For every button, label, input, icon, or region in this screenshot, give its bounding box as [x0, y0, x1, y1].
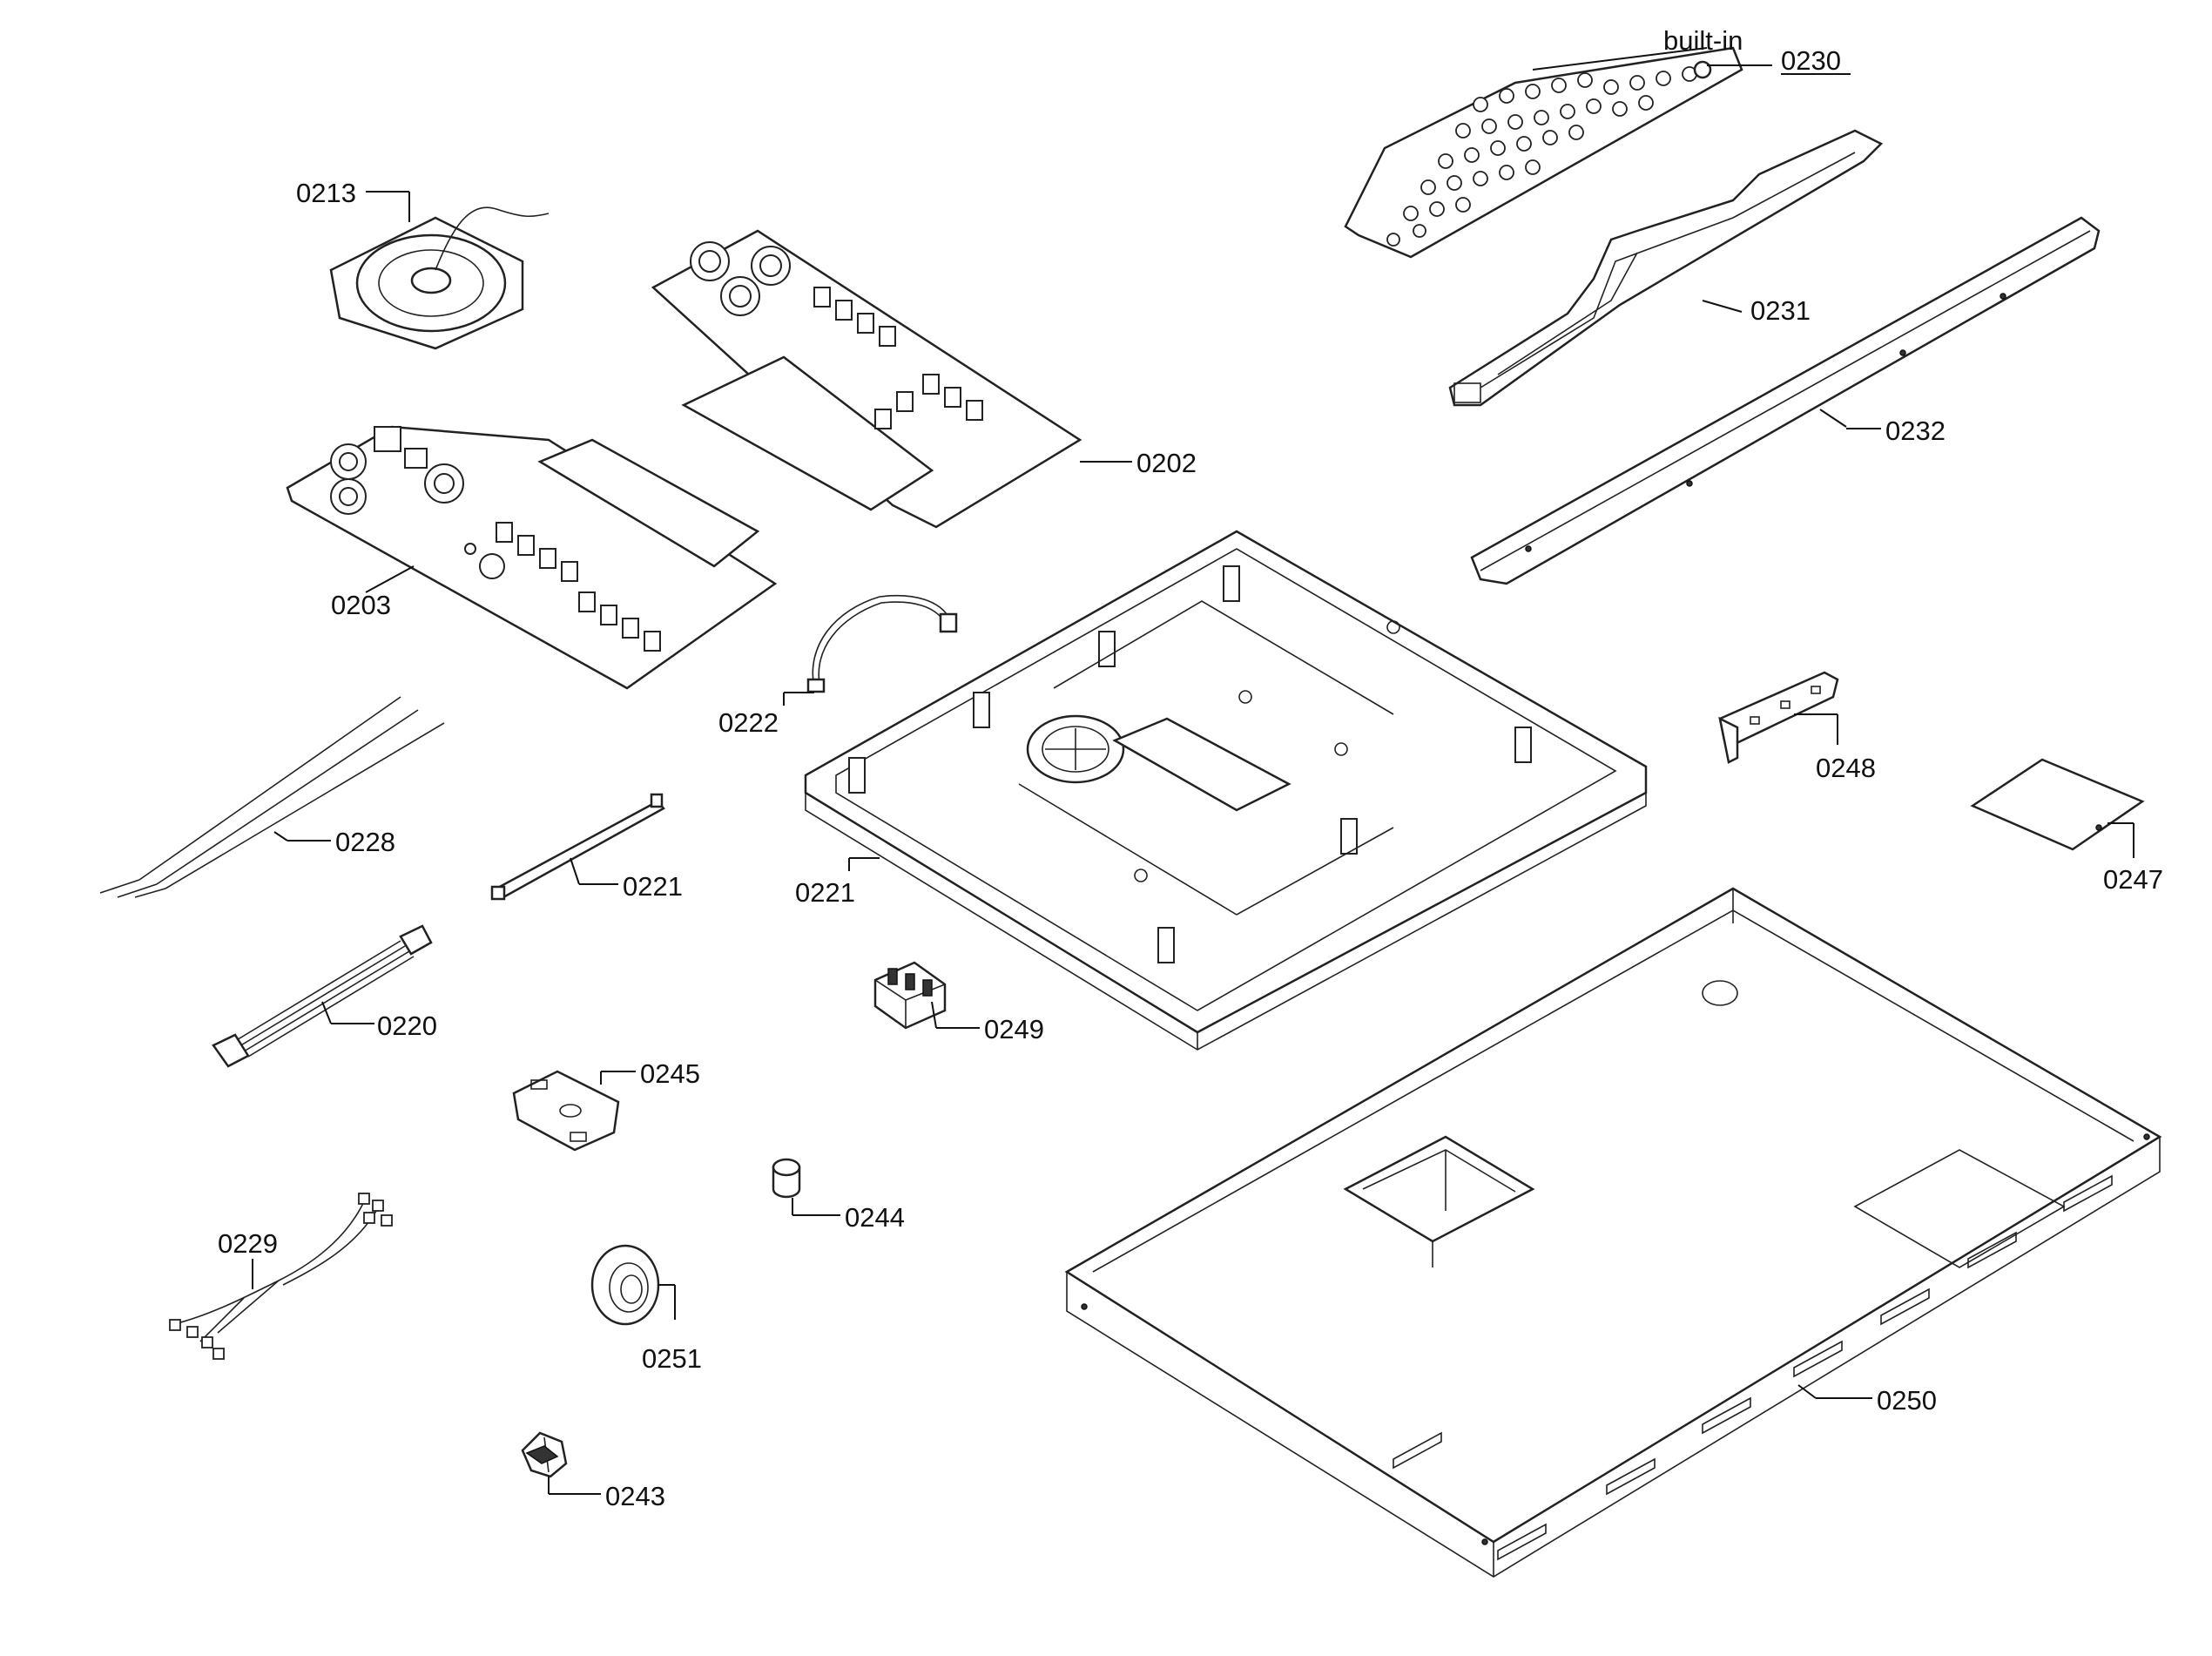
- label-0229: 0229: [218, 1228, 278, 1259]
- part-0229-wire-harness[interactable]: [169, 1193, 393, 1360]
- callout-0221a: 0221: [570, 857, 683, 902]
- callout-0220: 0220: [321, 1001, 437, 1041]
- callout-0228: 0228: [273, 827, 395, 857]
- label-0250: 0250: [1877, 1385, 1937, 1416]
- label-0220: 0220: [377, 1010, 437, 1041]
- callout-0245: 0245: [600, 1058, 700, 1089]
- part-0213-fan[interactable]: [329, 206, 550, 350]
- part-0251-bushing[interactable]: [590, 1244, 660, 1326]
- label-0222: 0222: [718, 707, 779, 738]
- label-0221a: 0221: [623, 871, 683, 902]
- callout-0248: 0248: [1794, 713, 1876, 783]
- callout-0213: 0213: [296, 178, 410, 222]
- part-0230-control-board[interactable]: [1344, 46, 1743, 259]
- label-0248: 0248: [1816, 753, 1876, 783]
- label-0202: 0202: [1136, 448, 1197, 478]
- part-0222-wire[interactable]: [806, 594, 958, 693]
- label-0228: 0228: [335, 827, 395, 857]
- label-0247: 0247: [2103, 864, 2163, 895]
- callout-0249: 0249: [931, 1001, 1044, 1044]
- part-0231-frame-bracket[interactable]: [1448, 129, 1884, 407]
- callout-0243: 0243: [548, 1477, 665, 1511]
- callout-0221b: 0221: [795, 857, 880, 908]
- label-built-in: built-in: [1663, 25, 1743, 56]
- part-0249-terminal-block[interactable]: [873, 961, 947, 1030]
- callout-0203: 0203: [331, 565, 415, 620]
- label-0244: 0244: [845, 1202, 905, 1233]
- label-0221b: 0221: [795, 877, 855, 908]
- label-0213: 0213: [296, 178, 356, 208]
- part-0247-insulation-sheet[interactable]: [1970, 758, 2145, 851]
- callout-0247: 0247: [2103, 822, 2163, 895]
- callout-0244: 0244: [792, 1198, 905, 1233]
- callout-0231: 0231: [1702, 295, 1811, 326]
- label-0231: 0231: [1750, 295, 1811, 326]
- label-0249: 0249: [984, 1014, 1044, 1044]
- callout-0232: 0232: [1819, 409, 1946, 446]
- part-0243-push-clip[interactable]: [521, 1431, 568, 1478]
- part-0244-knob[interactable]: [772, 1158, 801, 1199]
- label-0251: 0251: [642, 1343, 702, 1374]
- part-0228-sensor-wires[interactable]: [99, 696, 445, 898]
- label-0243: 0243: [605, 1481, 665, 1511]
- callout-0222: 0222: [718, 692, 814, 738]
- callout-0202: 0202: [1080, 448, 1197, 478]
- callout-0251: 0251: [642, 1284, 702, 1374]
- part-0221-cable-tie[interactable]: [490, 793, 665, 901]
- part-0203-pcb[interactable]: [286, 425, 778, 690]
- part-0220-ribbon-cable[interactable]: [212, 924, 433, 1068]
- part-0232-rail[interactable]: [1470, 216, 2101, 585]
- label-0230: 0230: [1781, 45, 1841, 76]
- callout-0230: built-in 0230: [1532, 25, 1851, 76]
- callout-0250: 0250: [1797, 1384, 1937, 1416]
- part-0202-pcb[interactable]: [651, 229, 1082, 529]
- part-0250-base-tray[interactable]: [1064, 887, 2162, 1578]
- label-0232: 0232: [1885, 416, 1946, 446]
- part-0248-bracket[interactable]: [1718, 671, 1839, 764]
- part-0245-clip-bracket[interactable]: [512, 1070, 620, 1152]
- part-main-housing[interactable]: [804, 530, 1648, 1051]
- label-0203: 0203: [331, 590, 391, 620]
- label-0245: 0245: [640, 1058, 700, 1089]
- callout-0229: 0229: [218, 1228, 278, 1289]
